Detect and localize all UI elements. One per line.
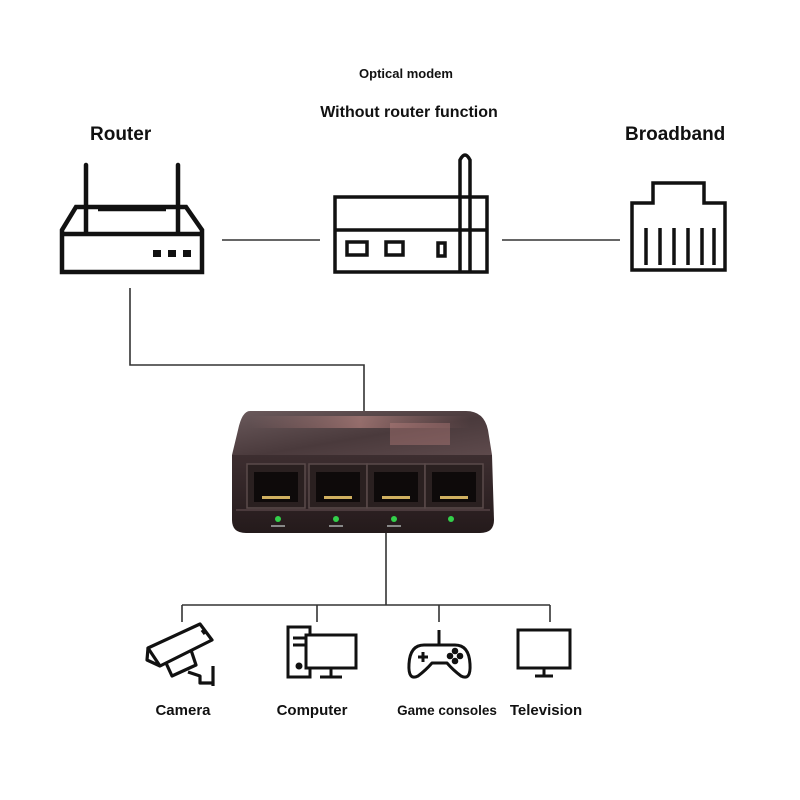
without-router-label: Without router function (320, 104, 498, 121)
computer-icon (286, 625, 358, 679)
router-to-switch-line (129, 288, 365, 412)
optical-modem-label: Optical modem (359, 66, 453, 81)
network-switch (232, 411, 494, 533)
switch-port-4 (424, 463, 484, 509)
gamepad-icon (407, 630, 472, 679)
router-label: Router (90, 124, 152, 145)
device-label-computer: Computer (276, 702, 348, 719)
optical-modem-icon (333, 153, 489, 274)
camera-icon (145, 622, 215, 686)
device-label-television: Television (509, 702, 583, 719)
switch-port-3 (366, 463, 426, 509)
device-label-game-consoles: Game consoles (397, 703, 497, 718)
switch-leds (275, 516, 454, 522)
port-led-2 (333, 516, 339, 522)
port-led-4 (448, 516, 454, 522)
switch-port-1 (246, 463, 306, 509)
broadband-icon (630, 181, 727, 272)
broadband-label: Broadband (625, 124, 726, 145)
connection-lines (129, 239, 620, 622)
television-icon (516, 628, 572, 678)
device-label-camera: Camera (155, 702, 211, 719)
router-icon (59, 162, 205, 275)
switch-ports (246, 463, 484, 509)
port-led-1 (275, 516, 281, 522)
switch-port-2 (308, 463, 368, 509)
port-led-3 (391, 516, 397, 522)
